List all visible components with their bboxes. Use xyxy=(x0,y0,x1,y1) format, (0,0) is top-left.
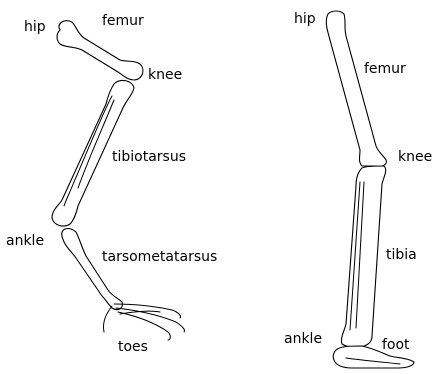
left-toes-label: toes xyxy=(118,340,148,354)
left-toe-3 xyxy=(118,312,170,340)
left-fibula-line-2 xyxy=(78,100,114,188)
left-femur-bone xyxy=(57,21,143,80)
left-toe-2 xyxy=(116,308,185,332)
left-toe-back xyxy=(103,306,112,332)
left-hip-label: hip xyxy=(24,20,46,34)
left-tarsometatarsus-bone xyxy=(62,229,123,310)
right-foot-label: foot xyxy=(382,338,410,352)
right-hip-label: hip xyxy=(294,12,316,26)
left-tarsometatarsus-label: tarsometatarsus xyxy=(102,250,217,264)
right-tibia-label: tibia xyxy=(386,248,417,262)
right-knee-label: knee xyxy=(398,150,432,164)
right-ankle-label: ankle xyxy=(284,332,322,346)
left-tibiotarsus-label: tibiotarsus xyxy=(112,150,186,164)
right-femur-bone xyxy=(326,11,386,167)
left-ankle-label: ankle xyxy=(6,234,44,248)
left-femur-label: femur xyxy=(102,14,144,28)
right-femur-label: femur xyxy=(364,62,406,76)
left-knee-label: knee xyxy=(148,68,182,82)
